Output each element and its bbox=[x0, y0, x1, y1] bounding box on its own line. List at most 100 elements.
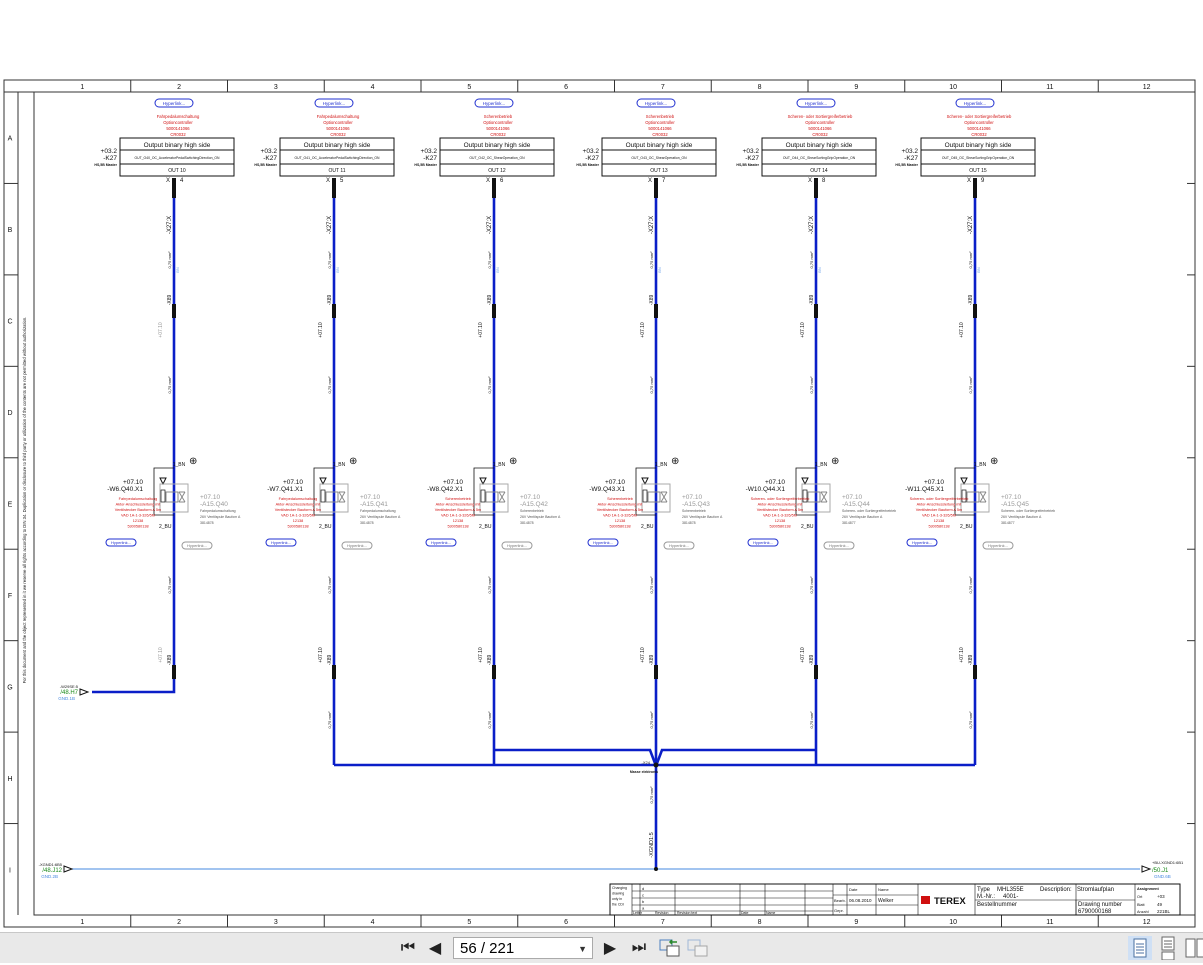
row-letter: G bbox=[7, 684, 12, 691]
previous-page-icon[interactable]: ◀ bbox=[428, 940, 442, 957]
schematic-drawing: 112233445566778899101011111212ABCDEFGHIF… bbox=[3, 79, 1196, 928]
diode-icon bbox=[960, 477, 968, 486]
device-sub: HS,5B Master bbox=[576, 163, 599, 167]
valve-number: 3814878 bbox=[200, 521, 214, 525]
wire-cross-section: 0,75 mm² bbox=[327, 711, 332, 729]
valve-icon bbox=[338, 491, 346, 503]
next-page-icon[interactable]: ▶ bbox=[603, 940, 617, 957]
pin-bottom-label: 2_BU bbox=[319, 524, 332, 530]
module-description: 5000141066 bbox=[166, 126, 190, 131]
hyperlink-badge bbox=[314, 98, 354, 108]
valve-number: 3814877 bbox=[842, 521, 856, 525]
blatt-label: Blatt bbox=[1137, 903, 1146, 907]
column-number-top: 7 bbox=[661, 84, 665, 91]
row-letter: D bbox=[7, 410, 12, 417]
column-number-bottom: 4 bbox=[371, 919, 375, 926]
diode-circuit bbox=[635, 467, 656, 515]
cable-spec: Ventilstecker Bauform A 5m bbox=[115, 508, 161, 512]
cable-spec: Scherenbetrieb bbox=[445, 497, 471, 501]
terminal-label: -X89 bbox=[487, 655, 493, 666]
valve-location: +07.10 bbox=[283, 479, 303, 486]
connector-pin: 8 bbox=[822, 178, 826, 184]
revision-letter: a bbox=[642, 906, 645, 911]
column-number-top: 6 bbox=[564, 84, 568, 91]
cable-spec: Aktor-Anschlussleitung mit bbox=[917, 503, 963, 507]
wire-cross-section: 0,75 mm² bbox=[649, 376, 654, 394]
anzahl-label: Anzahl bbox=[1137, 910, 1149, 914]
solenoid-icon bbox=[966, 491, 980, 503]
module-description: CR0032 bbox=[652, 132, 668, 137]
cable-spec: 5300580138 bbox=[447, 525, 468, 529]
column-number-bottom: 3 bbox=[274, 919, 278, 926]
connector-pin: 7 bbox=[662, 178, 666, 184]
bestell-label: Bestellnummer bbox=[977, 902, 1017, 908]
solenoid-icon bbox=[325, 491, 339, 503]
page-number-select[interactable]: 56 / 221▼ bbox=[453, 937, 593, 959]
go-back-view-icon[interactable] bbox=[658, 938, 682, 958]
cable-spec: 12138 bbox=[934, 519, 945, 523]
valve-connector: -W11.Q45.X1 bbox=[905, 486, 944, 493]
device-tag: -K27 bbox=[745, 155, 759, 162]
type-value: MHL355E bbox=[997, 887, 1024, 893]
valve-icon bbox=[820, 491, 828, 503]
hyperlink-badge bbox=[906, 538, 938, 547]
valve-icon bbox=[498, 491, 506, 503]
pin-top-label: 1_BN bbox=[173, 462, 186, 468]
valve-body bbox=[801, 483, 831, 513]
module-description: Scherenbetrieb bbox=[484, 114, 513, 119]
valve-spec: 26V Ventilspule Baufom A bbox=[200, 515, 241, 519]
wire-cross-section: 0,75 mm² bbox=[968, 576, 973, 594]
valve-tag: -A15.Q43 bbox=[682, 501, 710, 508]
column-number-bottom: 5 bbox=[467, 919, 471, 926]
description-value: Stromlaufplan bbox=[1077, 887, 1114, 893]
go-forward-view-icon[interactable] bbox=[686, 938, 710, 958]
hyperlink-label: Hyperlink... bbox=[111, 540, 131, 545]
pin-bottom-label: 2_BU bbox=[479, 524, 492, 530]
column-number-top: 10 bbox=[949, 84, 957, 91]
revision-letter: b bbox=[642, 899, 645, 904]
module-description: CR0032 bbox=[330, 132, 346, 137]
connector-x: X bbox=[967, 178, 971, 184]
hyperlink-label: Hyperlink... bbox=[163, 101, 186, 106]
ground-symbol: ⊕ bbox=[349, 456, 357, 467]
ground-symbol: ⊕ bbox=[189, 456, 197, 467]
hyperlink-badge bbox=[747, 538, 779, 547]
first-page-icon[interactable]: ⏮ bbox=[400, 939, 416, 956]
wire-cross-section: 0,75 mm² bbox=[649, 576, 654, 594]
off-page-name: +BU-XGND1:6B1 bbox=[1152, 860, 1184, 865]
resistor bbox=[642, 489, 648, 503]
terminal-label: -X89 bbox=[809, 655, 815, 666]
hyperlink-label: Hyperlink... bbox=[829, 543, 849, 548]
circuit-2: Hyperlink...FahrpedalumschaltungOptionco… bbox=[254, 98, 401, 765]
column-number-top: 12 bbox=[1143, 84, 1151, 91]
hyperlink-badge bbox=[587, 538, 619, 547]
output-number: OUT 13 bbox=[650, 168, 668, 174]
module-description: 5000141066 bbox=[648, 126, 672, 131]
column-number-bottom: 1 bbox=[80, 919, 84, 926]
changing-note-line: drawing bbox=[612, 892, 624, 896]
circuit-6: Hyperlink...Scheren- oder Sortiergreifer… bbox=[895, 98, 1055, 765]
valve-tag: -A15.Q41 bbox=[360, 501, 388, 508]
two-page-view-icon[interactable] bbox=[1184, 936, 1203, 960]
terminal bbox=[172, 304, 176, 318]
last-page-icon[interactable]: ⏭ bbox=[631, 939, 647, 956]
device-sub: HS,5B Master bbox=[254, 163, 277, 167]
module-description: Optioncontroller bbox=[483, 120, 513, 125]
wire-cross-section: 0,75 mm² bbox=[968, 376, 973, 394]
continuous-view-icon[interactable] bbox=[1156, 936, 1180, 961]
pin-bottom-label: 2_BU bbox=[960, 524, 973, 530]
single-page-view-icon[interactable] bbox=[1128, 936, 1152, 960]
column-number-bottom: 10 bbox=[949, 919, 957, 926]
terminal bbox=[814, 304, 818, 318]
cross-ref: +07.10 bbox=[800, 647, 806, 663]
terex-logo: TEREX bbox=[934, 896, 966, 907]
output-block bbox=[279, 137, 395, 177]
diode-icon bbox=[159, 477, 167, 486]
valve-tag: -A15.Q44 bbox=[842, 501, 870, 508]
blatt-value: 49 bbox=[1157, 902, 1163, 907]
device-tag: -K27 bbox=[585, 155, 599, 162]
signal-wire bbox=[92, 690, 176, 694]
junction-node bbox=[653, 762, 659, 768]
hyperlink-label: Hyperlink... bbox=[988, 543, 1008, 548]
